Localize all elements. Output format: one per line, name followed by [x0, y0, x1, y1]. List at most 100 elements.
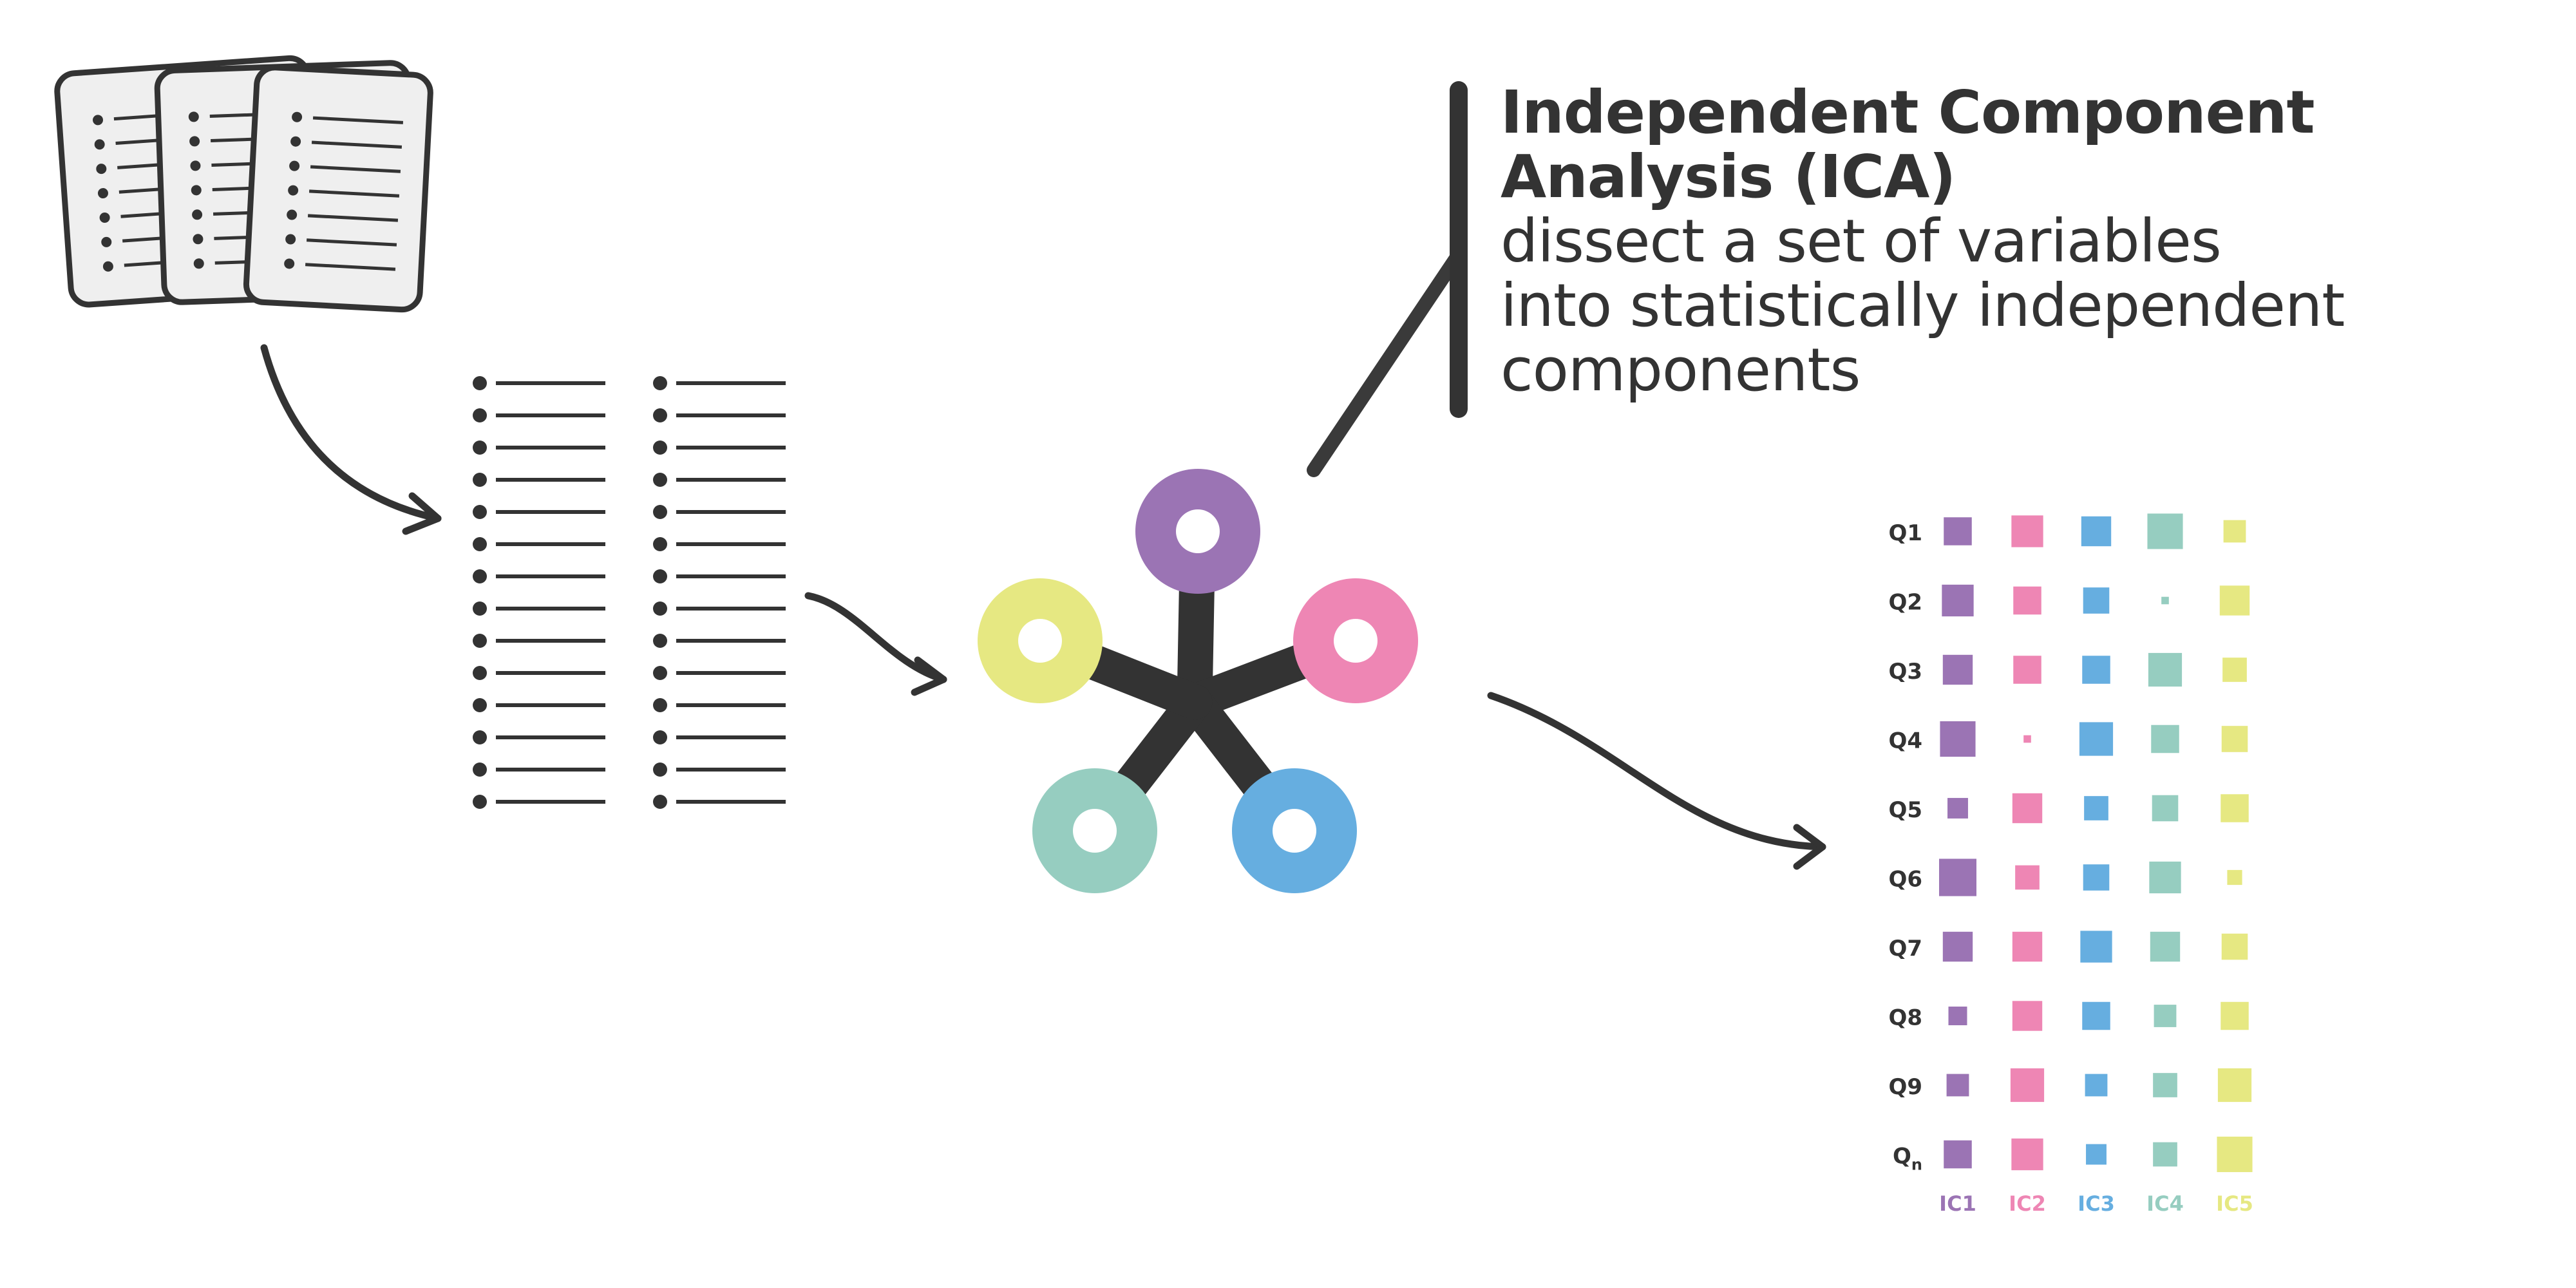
doc-bullet — [189, 136, 200, 147]
doc-bullet — [96, 164, 107, 175]
list-bullet — [653, 569, 667, 583]
diagram-title-block: Independent Component Analysis (ICA) dis… — [1501, 80, 2563, 402]
loading-square — [1947, 798, 1968, 819]
row-label: Q8 — [1888, 1005, 1922, 1031]
loading-square — [2147, 513, 2183, 549]
loading-square — [2011, 1138, 2043, 1171]
list-bullet — [653, 376, 667, 390]
loading-square — [2219, 585, 2250, 616]
list-bullet — [473, 408, 487, 422]
description-line-3: components — [1501, 336, 1861, 404]
loading-square — [2161, 596, 2169, 605]
doc-bullet — [188, 111, 199, 122]
loading-square — [1948, 1007, 1967, 1025]
loading-square — [2012, 931, 2043, 962]
title-line-1: Independent Component — [1501, 78, 2315, 147]
list-bullet — [653, 698, 667, 712]
column-label: IC1 — [1939, 1191, 1976, 1216]
loading-square — [2149, 861, 2181, 894]
loading-square — [1944, 517, 1972, 545]
loading-square — [1944, 1140, 1972, 1169]
arrow-list-to-ica — [804, 592, 947, 696]
doc-bullet — [192, 209, 203, 220]
doc-bullet — [285, 234, 296, 245]
callout-pointer — [1307, 81, 1468, 477]
loading-square — [2222, 658, 2247, 682]
list-bullet — [653, 601, 667, 616]
doc-line — [306, 238, 397, 247]
loading-square — [2221, 794, 2249, 822]
bullet-list-icon — [473, 376, 786, 809]
list-bullet — [473, 698, 487, 712]
ring-hole — [1334, 619, 1378, 663]
doc-bullet — [289, 160, 300, 171]
loading-square — [1942, 931, 1973, 962]
loading-square — [2015, 865, 2040, 890]
loading-square — [2153, 1073, 2177, 1097]
arrow-documents-to-list — [260, 344, 442, 535]
description-line-2: into statistically independent — [1501, 271, 2345, 340]
list-bullet — [473, 795, 487, 809]
row-label: Q9 — [1888, 1074, 1922, 1100]
list-bullet — [473, 505, 487, 519]
loading-square — [1939, 858, 1976, 896]
loading-square — [2217, 1068, 2252, 1103]
loading-square — [2083, 864, 2110, 891]
list-bullet — [473, 634, 487, 648]
doc-line — [308, 189, 400, 198]
doc-bullet — [287, 209, 298, 220]
list-bullet — [473, 601, 487, 616]
ring-hole — [1273, 809, 1316, 853]
loading-square — [2227, 869, 2242, 886]
loading-square — [1940, 721, 1976, 757]
list-bullet — [473, 730, 487, 744]
ica-component-hub-icon — [978, 469, 1418, 893]
loading-square — [2086, 1144, 2107, 1165]
row-label: Q5 — [1888, 797, 1922, 823]
list-bullet — [653, 634, 667, 648]
loading-square — [2221, 726, 2248, 752]
loading-square — [2150, 931, 2181, 962]
list-bullet — [653, 730, 667, 744]
description-line-1: dissect a set of variables — [1501, 207, 2222, 276]
loading-square — [1942, 654, 1973, 685]
loading-square — [2013, 586, 2041, 615]
list-bullet — [653, 537, 667, 551]
doc-line — [310, 165, 401, 173]
loading-square — [2082, 656, 2110, 684]
loading-square — [2082, 1001, 2110, 1030]
list-bullet — [653, 505, 667, 519]
doc-bullet — [288, 185, 299, 196]
doc-bullet — [102, 261, 113, 272]
row-label: Q3 — [1888, 659, 1922, 685]
row-label: Qn — [1893, 1144, 1922, 1174]
loading-square — [2221, 933, 2248, 960]
doc-bullet — [290, 136, 301, 147]
loading-square — [2153, 1142, 2177, 1167]
loading-square — [2223, 520, 2246, 543]
loading-square — [2148, 652, 2183, 687]
doc-bullet — [99, 212, 110, 223]
loading-square — [2085, 1074, 2108, 1097]
column-label: IC5 — [2216, 1191, 2253, 1216]
list-bullet — [473, 473, 487, 487]
loading-square — [2010, 1068, 2045, 1103]
loading-square — [2079, 722, 2114, 756]
column-label: IC4 — [2146, 1191, 2184, 1216]
list-bullet — [473, 569, 487, 583]
ring-hole — [1018, 619, 1062, 663]
loading-square — [2081, 516, 2112, 547]
doc-line — [307, 214, 399, 222]
doc-line — [312, 116, 404, 124]
doc-bullet — [97, 188, 108, 199]
loading-square — [2152, 795, 2179, 822]
loading-square — [2221, 1001, 2249, 1030]
doc-bullet — [101, 236, 112, 247]
title-line-2: Analysis (ICA) — [1501, 142, 1956, 211]
loading-square — [2083, 587, 2110, 614]
list-bullet — [473, 440, 487, 455]
loading-square — [1942, 584, 1974, 617]
doc-line — [311, 140, 402, 149]
